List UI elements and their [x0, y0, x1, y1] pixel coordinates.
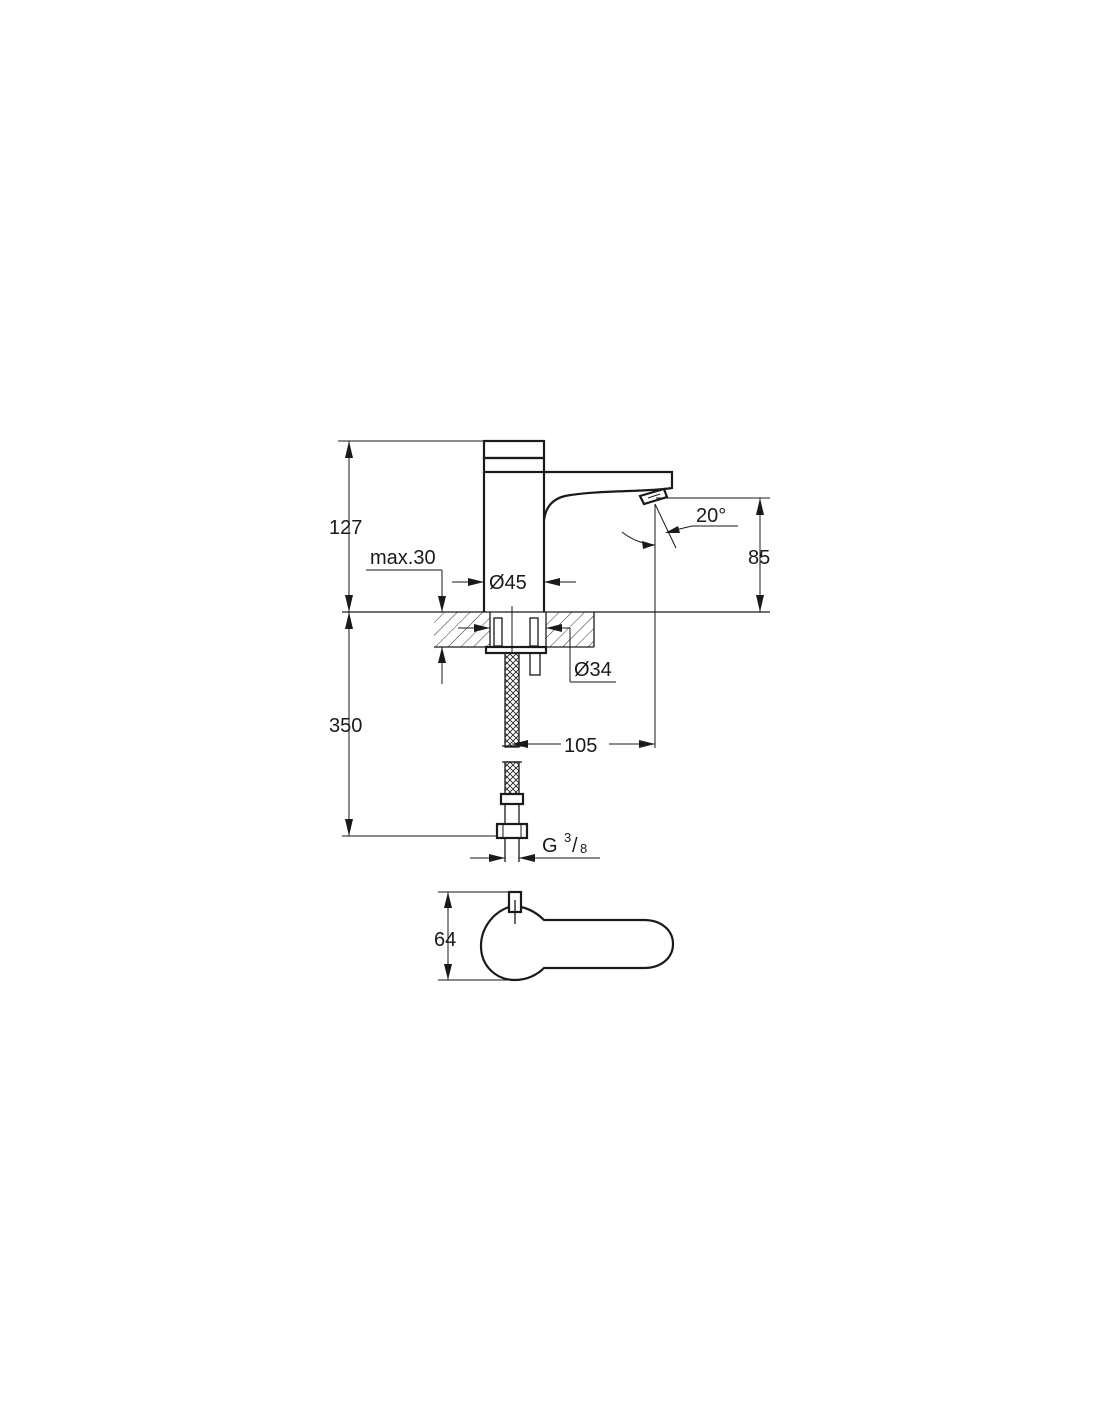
label-projection-105: 105 — [564, 735, 597, 757]
faucet-top-view — [479, 890, 675, 982]
dimension-top-64: 64 — [434, 891, 515, 981]
label-thread-base: G — [542, 835, 558, 857]
dimension-hole-diameter: Ø34 — [458, 624, 616, 683]
label-thread-den: 8 — [580, 841, 587, 856]
hose-connector — [495, 761, 529, 862]
label-hole-diameter: Ø34 — [574, 659, 612, 681]
dimension-angle-20: 20° — [621, 503, 738, 748]
label-thread-slash: / — [572, 835, 578, 857]
label-thread-num: 3 — [564, 830, 571, 845]
label-max-thickness: max.30 — [370, 547, 436, 569]
label-height-127: 127 — [329, 517, 362, 539]
dimension-height-127: 127 — [329, 440, 484, 612]
label-angle-20: 20° — [696, 505, 726, 527]
dimension-thread: G 3 / 8 — [470, 830, 600, 862]
dimension-max-thickness: max.30 — [366, 547, 446, 684]
faucet-side-view — [482, 439, 674, 748]
label-hose-350: 350 — [329, 715, 362, 737]
dimension-spout-85: 85 — [656, 497, 770, 612]
label-body-diameter: Ø45 — [489, 572, 527, 594]
label-top-64: 64 — [434, 929, 456, 951]
label-spout-85: 85 — [748, 547, 770, 569]
dimension-hose-350: 350 — [329, 612, 497, 837]
dimension-projection-105: 105 — [512, 732, 655, 757]
dimension-body-diameter: Ø45 — [452, 572, 576, 594]
